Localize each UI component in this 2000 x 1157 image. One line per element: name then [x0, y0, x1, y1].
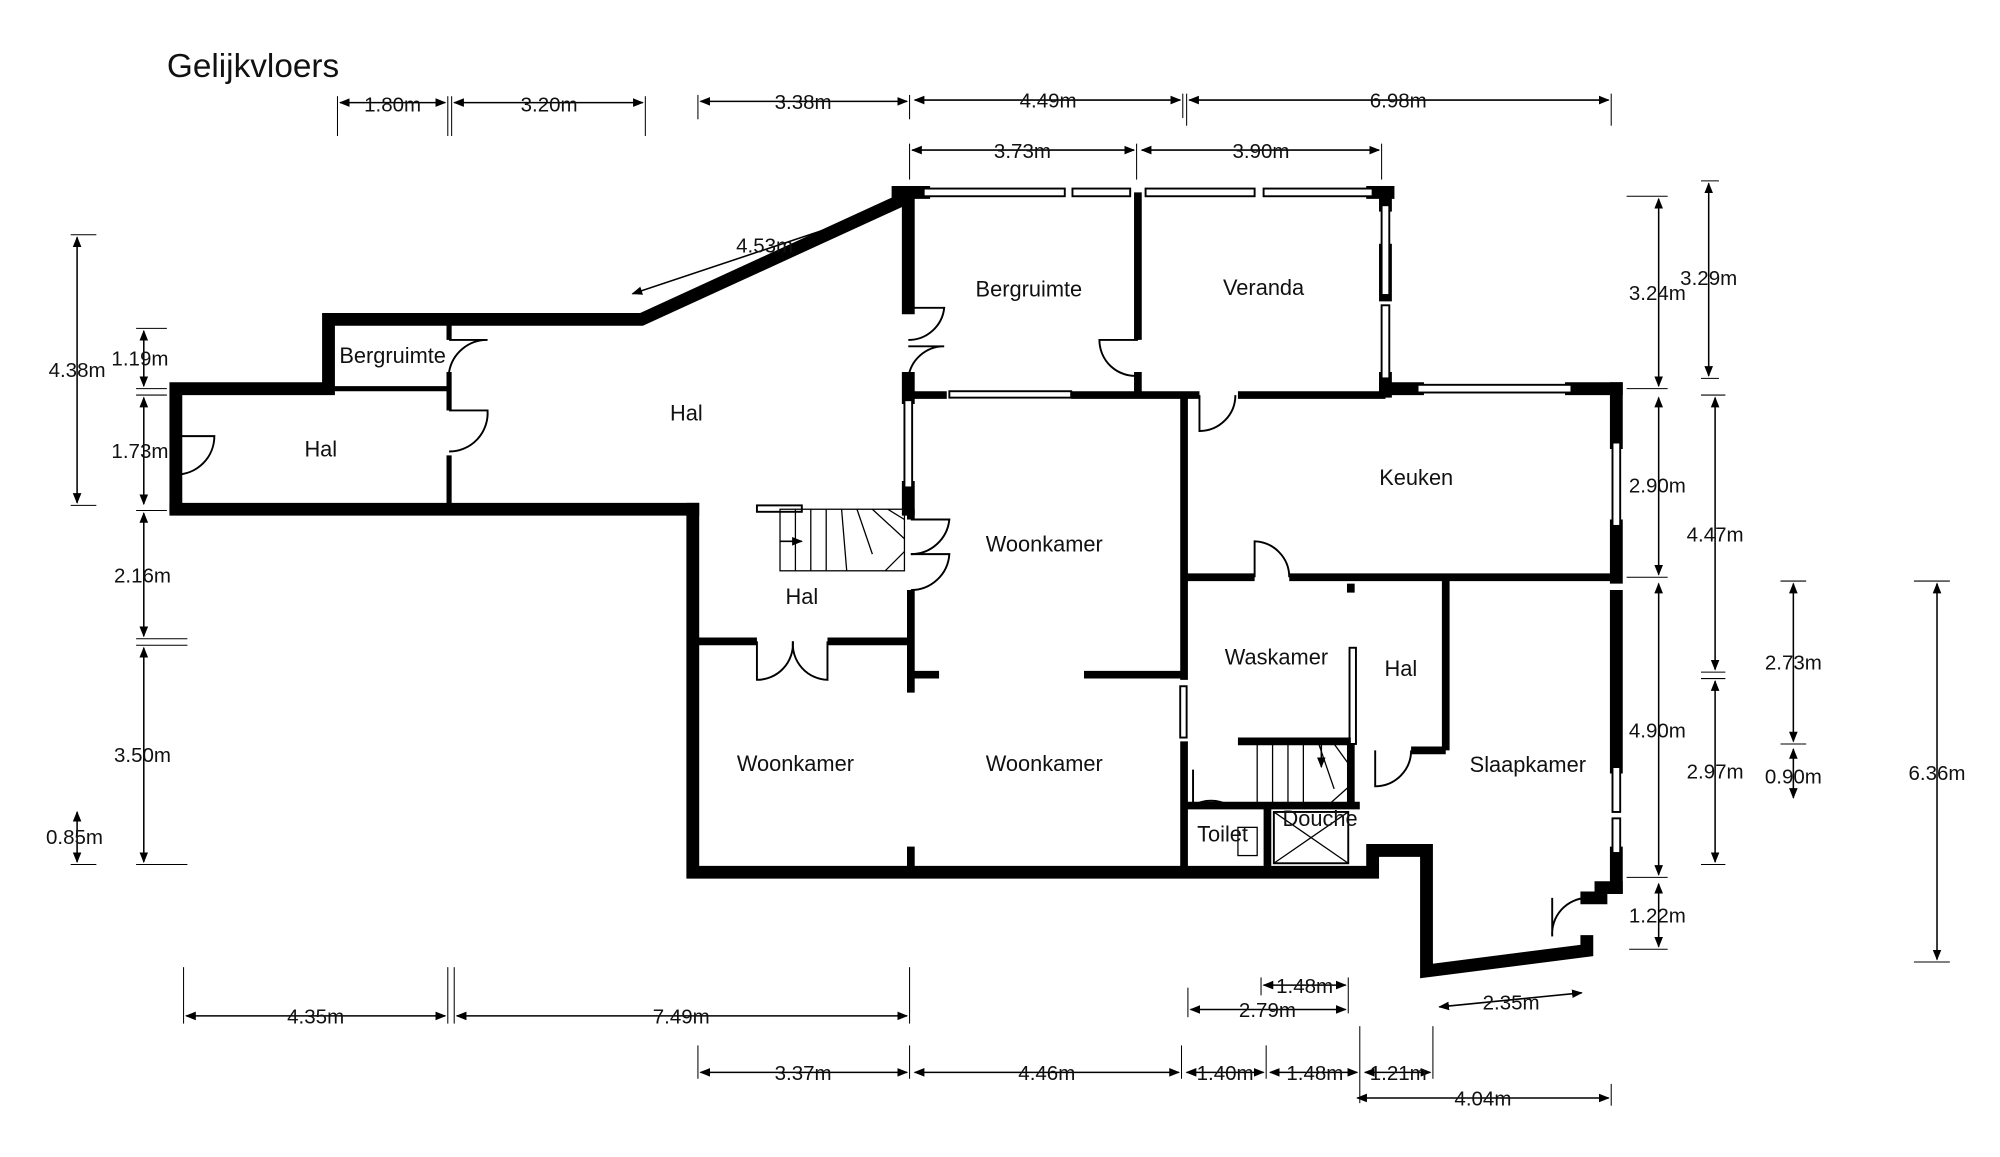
dim-7-49: 7.49m: [653, 1006, 710, 1029]
dim-4-04: 4.04m: [1454, 1088, 1511, 1111]
douche-fixture: [1272, 810, 1350, 865]
room-hal-main: Hal: [670, 401, 703, 426]
dim-2-16: 2.16m: [114, 564, 171, 587]
room-woonkamer-center: Woonkamer: [986, 532, 1103, 557]
dim-3-24: 3.24m: [1629, 282, 1686, 305]
dim-3-38: 3.38m: [775, 91, 832, 114]
dim-6-98: 6.98m: [1370, 90, 1427, 113]
dim-4-53: 4.53m: [736, 235, 793, 258]
room-woonkamer-left: Woonkamer: [737, 751, 854, 776]
dim-3-73: 3.73m: [994, 140, 1051, 163]
dim-4-49: 4.49m: [1020, 90, 1077, 113]
dim-4-90: 4.90m: [1629, 720, 1686, 743]
room-bergruimte-top: Bergruimte: [976, 276, 1083, 301]
dim-4-38: 4.38m: [49, 359, 106, 382]
dim-3-37: 3.37m: [775, 1062, 832, 1085]
dim-4-46: 4.46m: [1018, 1062, 1075, 1085]
dim-1-22: 1.22m: [1629, 904, 1686, 927]
stairs: [779, 508, 1352, 807]
dim-2-90: 2.90m: [1629, 475, 1686, 498]
dim-1-21: 1.21m: [1370, 1062, 1427, 1085]
dimensions: 1.80m 3.20m 3.38m 4.49m 6.98m 3.73m 3.90…: [46, 90, 1966, 1111]
dim-3-50: 3.50m: [114, 744, 171, 767]
doors: [175, 306, 1587, 937]
dim-3-90: 3.90m: [1233, 140, 1290, 163]
room-hal-west: Hal: [304, 437, 337, 462]
room-bergruimte-small: Bergruimte: [339, 343, 446, 368]
outer-walls: [169, 185, 1623, 979]
toilet-fixture: [1237, 826, 1258, 857]
room-woonkamer-bottom: Woonkamer: [986, 751, 1103, 776]
dim-3-20: 3.20m: [521, 94, 578, 117]
room-keuken: Keuken: [1379, 465, 1453, 490]
dim-1-48-a: 1.48m: [1276, 975, 1333, 998]
dim-1-80: 1.80m: [364, 94, 421, 117]
dim-0-85: 0.85m: [46, 826, 103, 849]
room-hal-stair: Hal: [785, 584, 818, 609]
windows: [755, 187, 1622, 854]
room-veranda: Veranda: [1223, 275, 1305, 300]
dim-3-29: 3.29m: [1680, 267, 1737, 290]
room-douche: Douche: [1282, 806, 1357, 831]
dim-4-47: 4.47m: [1687, 523, 1744, 546]
plan-title: Gelijkvloers: [167, 48, 339, 85]
room-labels: Bergruimte Hal Hal Bergruimte Veranda Ke…: [304, 275, 1586, 846]
room-slaapkamer: Slaapkamer: [1470, 752, 1586, 777]
room-hal-east: Hal: [1384, 656, 1417, 681]
dim-6-36: 6.36m: [1909, 762, 1966, 785]
dim-2-97: 2.97m: [1687, 761, 1744, 784]
dim-1-48-b: 1.48m: [1286, 1062, 1343, 1085]
room-toilet: Toilet: [1197, 821, 1248, 846]
interior-walls: [328, 192, 1617, 873]
dim-1-19: 1.19m: [111, 348, 168, 371]
dim-2-35: 2.35m: [1483, 991, 1540, 1014]
dim-1-73: 1.73m: [111, 440, 168, 463]
dim-2-79: 2.79m: [1239, 999, 1296, 1022]
room-waskamer: Waskamer: [1225, 644, 1328, 669]
dim-0-90: 0.90m: [1765, 766, 1822, 789]
dim-4-35: 4.35m: [287, 1006, 344, 1029]
dim-1-40: 1.40m: [1197, 1062, 1254, 1085]
dim-2-73: 2.73m: [1765, 652, 1822, 675]
